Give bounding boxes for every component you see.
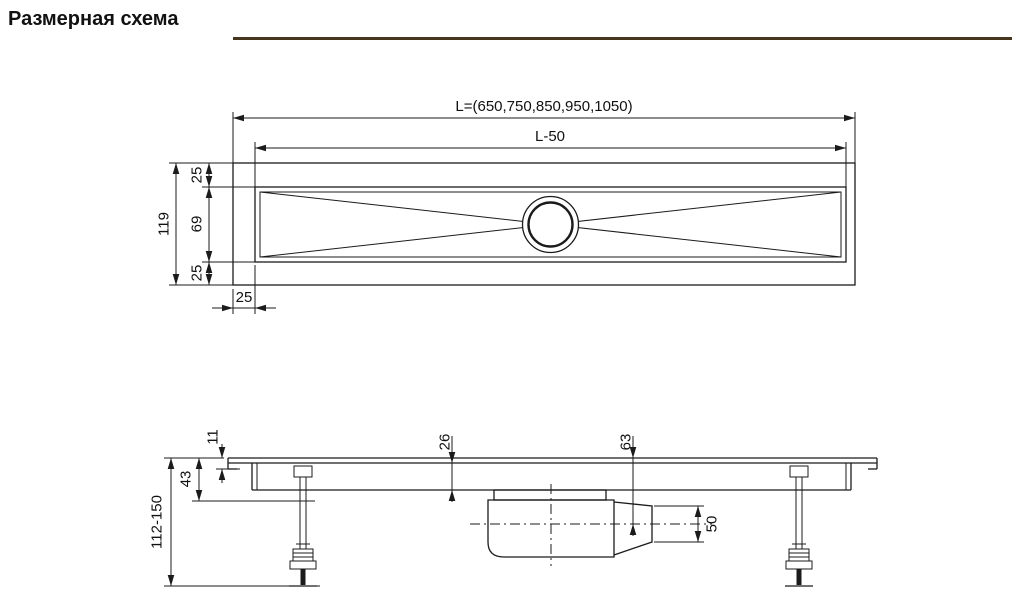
dim-label-total-width: 119 xyxy=(155,212,172,236)
dim-outlet-diameter: 50 xyxy=(654,505,720,543)
dim-flange-height: 11 xyxy=(204,429,240,483)
dim-label-flange-height: 11 xyxy=(204,429,221,445)
dim-label-install-height: 112-150 xyxy=(148,495,165,549)
dim-total-width: 119 xyxy=(155,162,233,286)
dim-total-length: L=(650,750,850,950,1050) xyxy=(232,98,856,163)
dim-label-outlet-center-depth: 63 xyxy=(617,434,634,451)
dim-label-edge-side: 25 xyxy=(236,289,253,306)
flange-profile xyxy=(227,457,878,470)
side-view-drawing: 112-150 43 11 26 xyxy=(148,429,878,587)
dim-label-grate-length: L-50 xyxy=(535,128,565,145)
dim-label-total-length: L=(650,750,850,950,1050) xyxy=(455,98,632,115)
dim-label-outlet-diameter: 50 xyxy=(703,516,720,533)
dim-label-edge-bottom: 25 xyxy=(188,265,205,282)
dim-grate-width: 69 xyxy=(188,187,213,262)
drain-outlet-circle xyxy=(521,195,580,254)
dim-outlet-center-depth: 63 xyxy=(617,434,637,536)
dim-label-body-height: 43 xyxy=(177,471,194,488)
page-title: Размерная схема xyxy=(8,8,179,30)
support-leg-left xyxy=(289,465,317,587)
dim-install-height: 112-150 xyxy=(148,457,320,587)
dim-label-grate-width: 69 xyxy=(188,216,205,233)
siphon-trap xyxy=(470,484,712,566)
dim-edge-side: 25 xyxy=(212,265,276,314)
drain-body-outline xyxy=(232,162,856,286)
top-view-drawing: L=(650,750,850,950,1050) L-50 xyxy=(155,98,856,314)
grate-frame xyxy=(254,186,847,263)
dim-edge-top: 25 xyxy=(188,163,255,188)
dim-channel-depth: 26 xyxy=(436,434,456,502)
dim-label-channel-depth: 26 xyxy=(436,434,453,451)
title-underline-rule xyxy=(233,37,1012,40)
dim-label-edge-top: 25 xyxy=(188,167,205,184)
dim-grate-length: L-50 xyxy=(254,128,847,187)
support-leg-right xyxy=(785,465,813,587)
dim-body-height: 43 xyxy=(177,458,315,502)
dim-edge-bottom: 25 xyxy=(188,261,255,285)
